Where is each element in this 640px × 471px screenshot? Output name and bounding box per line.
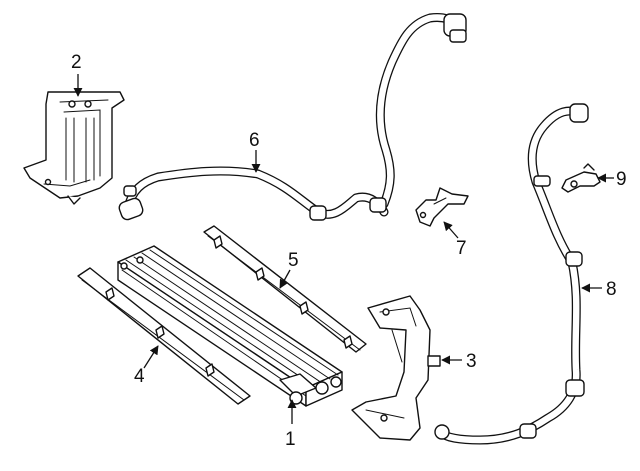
- callout-arrows: [73, 74, 614, 424]
- arrow-4: [143, 345, 159, 369]
- callout-8: 8: [606, 279, 617, 300]
- callout-5: 5: [288, 250, 299, 271]
- part-2-heat-shield: [23, 91, 125, 205]
- arrow-5: [279, 269, 291, 289]
- callout-3: 3: [466, 351, 477, 372]
- part-6-cooler-hose: [118, 13, 467, 221]
- part-1-oil-cooler: [117, 245, 343, 407]
- part-7-bracket: [415, 187, 469, 227]
- callout-7: 7: [456, 238, 467, 259]
- callout-9: 9: [616, 169, 627, 190]
- part-3-heat-shield: [351, 295, 441, 441]
- callout-labels: 1 2 3 4 5 6 7 8 9: [71, 52, 627, 450]
- callout-2: 2: [71, 52, 82, 73]
- part-4-seal-strip: [77, 267, 251, 405]
- part-9-clip: [561, 163, 601, 193]
- part-8-cooler-hose: [434, 103, 589, 445]
- part-5-seal-strip: [203, 225, 367, 353]
- callout-1: 1: [285, 429, 296, 450]
- arrow-7: [443, 221, 459, 239]
- callout-6: 6: [249, 130, 260, 151]
- callout-4: 4: [134, 366, 145, 387]
